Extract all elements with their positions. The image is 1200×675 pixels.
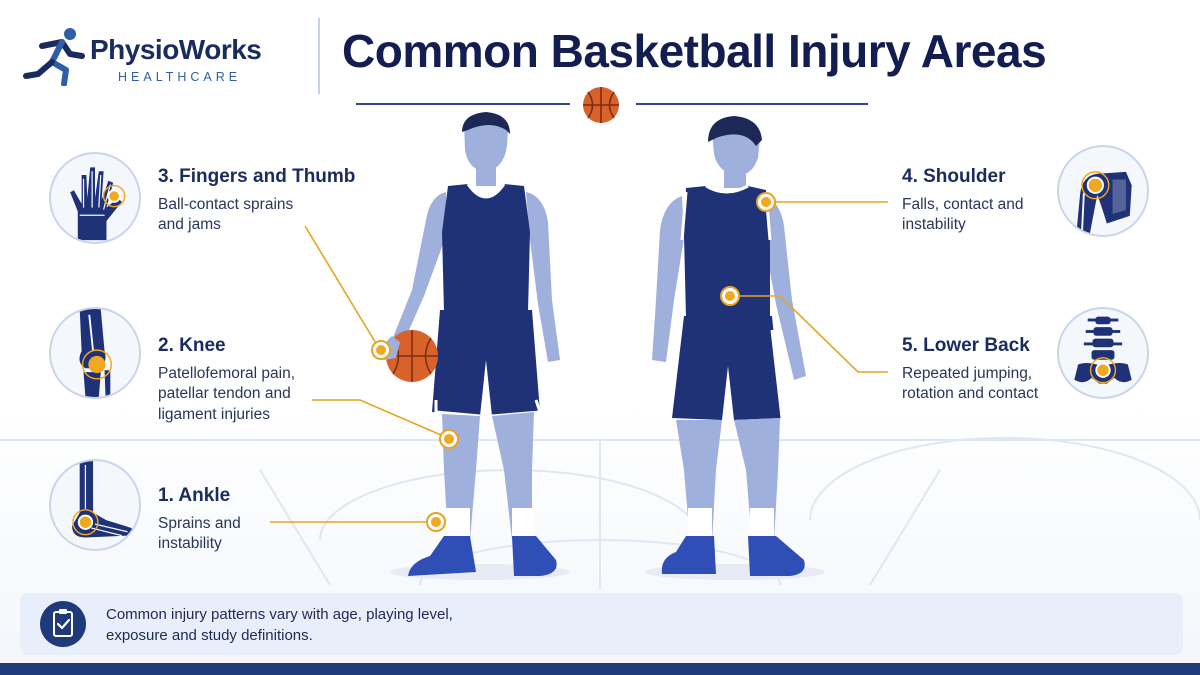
clipboard-check-icon	[40, 601, 86, 647]
shoulder-icon-circle	[1057, 145, 1149, 237]
spine-pelvis-icon	[1074, 316, 1132, 384]
fingers-desc-line-1: Ball-contact sprains	[158, 195, 294, 213]
knee-marker	[439, 429, 459, 449]
fingers-description: Ball-contact sprains and jams	[158, 195, 355, 236]
ankle-description: Sprains and instability	[158, 514, 241, 555]
lower-back-info: 5. Lower Back Repeated jumping, rotation…	[902, 335, 1038, 405]
header-divider	[318, 18, 320, 94]
knee-info: 2. Knee Patellofemoral pain, patellar te…	[158, 335, 295, 425]
foot-ankle-icon	[72, 461, 133, 538]
hand-bones-icon	[70, 167, 126, 241]
fingers-info: 3. Fingers and Thumb Ball-contact sprain…	[158, 166, 355, 236]
footnote-line-1: Common injury patterns vary with age, pl…	[106, 606, 453, 623]
knee-desc-line-3: ligament injuries	[158, 405, 270, 423]
title-rule-right	[636, 103, 868, 105]
bottom-bar	[0, 663, 1200, 675]
player-back-figure	[645, 116, 825, 580]
ankle-desc-line-1: Sprains and	[158, 514, 241, 532]
leader-lines	[270, 201, 888, 523]
fingers-icon-circle	[49, 152, 141, 244]
lower-back-icon-circle	[1057, 307, 1149, 399]
page-title: Common Basketball Injury Areas	[342, 25, 1047, 77]
ankle-icon-circle	[49, 459, 141, 551]
knee-desc-line-1: Patellofemoral pain,	[158, 364, 295, 382]
ankle-info: 1. Ankle Sprains and instability	[158, 485, 241, 555]
knee-description: Patellofemoral pain, patellar tendon and…	[158, 364, 295, 425]
basketball-icon	[583, 87, 619, 123]
fingers-heading: 3. Fingers and Thumb	[158, 166, 356, 187]
ankle-marker	[426, 512, 446, 532]
ankle-heading: 1. Ankle	[158, 485, 231, 506]
footnote-panel: Common injury patterns vary with age, pl…	[20, 593, 1183, 655]
shoulder-info: 4. Shoulder Falls, contact and instabili…	[902, 166, 1023, 236]
lower-back-description: Repeated jumping, rotation and contact	[902, 364, 1038, 405]
title-rule-left	[356, 103, 570, 105]
knee-heading: 2. Knee	[158, 335, 226, 356]
fingers-desc-line-2: and jams	[158, 216, 221, 234]
brand-name: PhysioWorks	[90, 34, 262, 65]
shoulder-heading: 4. Shoulder	[902, 166, 1006, 187]
fingers-marker	[371, 340, 391, 360]
runner-logo-icon	[23, 28, 85, 86]
brand-subtitle: HEALTHCARE	[118, 70, 242, 84]
knee-joint-icon	[79, 309, 112, 397]
lower-back-marker	[720, 286, 740, 306]
player-front-figure	[383, 112, 570, 580]
knee-icon-circle	[49, 307, 141, 399]
shoulder-desc-line-2: instability	[902, 216, 966, 234]
brand-logo: PhysioWorks HEALTHCARE	[22, 24, 302, 86]
shoulder-joint-icon	[1076, 171, 1132, 235]
shoulder-description: Falls, contact and instability	[902, 195, 1023, 236]
lower-back-desc-line-1: Repeated jumping,	[902, 364, 1033, 382]
lower-back-heading: 5. Lower Back	[902, 335, 1030, 356]
shoulder-desc-line-1: Falls, contact and	[902, 195, 1024, 213]
ankle-desc-line-2: instability	[158, 535, 222, 553]
footnote-line-2: exposure and study definitions.	[106, 626, 313, 644]
footnote-text: Common injury patterns vary with age, pl…	[106, 605, 453, 646]
injury-markers	[371, 192, 776, 532]
knee-desc-line-2: patellar tendon and	[158, 385, 291, 403]
lower-back-desc-line-2: rotation and contact	[902, 385, 1039, 403]
shoulder-marker	[756, 192, 776, 212]
